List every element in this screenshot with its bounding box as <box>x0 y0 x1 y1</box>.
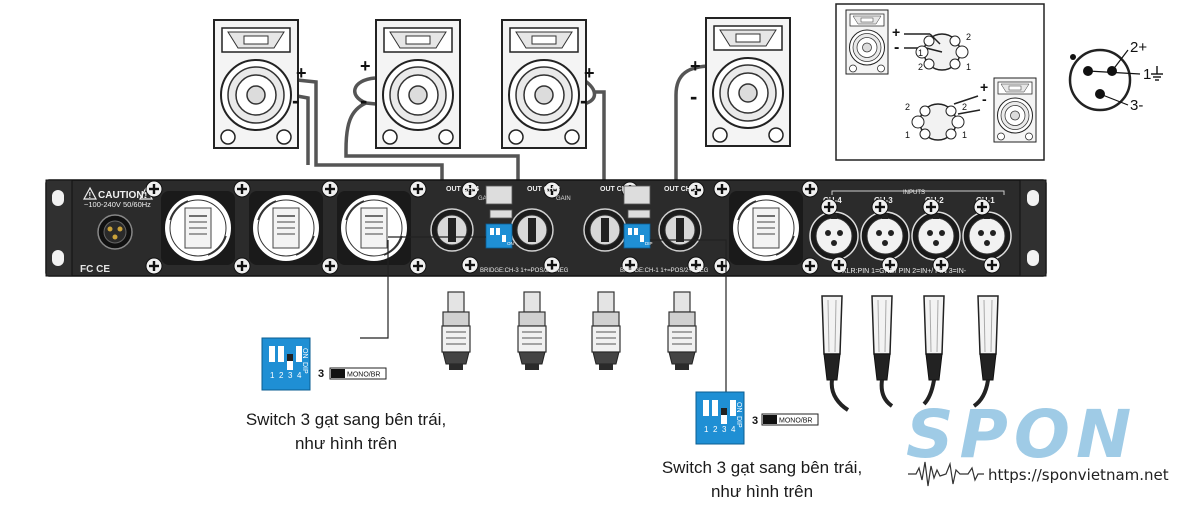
output-ch3-connector <box>510 208 554 252</box>
svg-text:BRIDGE:CH-1 1+=POS/2+=NEG: BRIDGE:CH-1 1+=POS/2+=NEG <box>620 268 709 274</box>
svg-text:DIP: DIP <box>645 241 653 246</box>
svg-text:ON: ON <box>735 402 742 413</box>
wiring-inset: + - 1 2 1 2 - + 2 2 1 1 <box>835 3 1045 161</box>
speaker-1: + - <box>213 19 307 149</box>
dip-switch-ch34: ON <box>485 223 514 249</box>
svg-text:GAIN: GAIN <box>478 196 493 202</box>
brand-name: SPON <box>906 396 1138 473</box>
svg-text:+: + <box>690 56 701 76</box>
svg-text:!: ! <box>145 191 148 200</box>
svg-text:3: 3 <box>288 371 293 380</box>
svg-text:GAIN: GAIN <box>556 196 571 202</box>
svg-text:3-: 3- <box>1130 97 1143 114</box>
svg-text:1: 1 <box>704 425 709 434</box>
svg-text:1: 1 <box>966 62 971 72</box>
svg-text:ON: ON <box>507 241 514 246</box>
svg-text:-: - <box>690 84 697 109</box>
dip-switch-zoom-left: 1 2 3 4 ON DIP 3 MONO/BR <box>261 337 387 391</box>
svg-text:BRIDGE:CH-3 1+=POS/2+=NEG: BRIDGE:CH-3 1+=POS/2+=NEG <box>480 268 569 274</box>
svg-text:ON: ON <box>301 348 308 359</box>
svg-text:MONO/BR: MONO/BR <box>779 418 812 425</box>
gain-selector <box>485 185 651 219</box>
output-ch4-connector <box>430 208 474 252</box>
svg-text:-: - <box>982 91 987 107</box>
dip-switch-zoom-right: 1 2 3 4 ON DIP 3 MONO/BR <box>695 391 819 445</box>
svg-text:~100-240V 50/60Hz: ~100-240V 50/60Hz <box>84 200 151 209</box>
svg-text:-: - <box>580 88 587 113</box>
cooling-fan <box>248 190 324 266</box>
caption-right-line1: Switch 3 gạt sang bên trái, <box>661 458 863 477</box>
caution-icon: ! <box>82 186 98 200</box>
power-inlet <box>97 214 133 250</box>
caption-left-line1: Switch 3 gạt sang bên trái, <box>245 410 447 429</box>
svg-text:OUT CH-1: OUT CH-1 <box>664 186 697 193</box>
caption-right: Switch 3 gạt sang bên trái, như hình trê… <box>642 456 882 504</box>
svg-text:1: 1 <box>270 371 275 380</box>
cooling-fan <box>728 190 804 266</box>
xlr-microphones <box>821 295 999 412</box>
svg-text:MONO/BR: MONO/BR <box>347 372 380 379</box>
svg-text:1: 1 <box>962 130 967 140</box>
svg-text:-: - <box>894 39 899 56</box>
svg-text:FC CE: FC CE <box>80 264 110 275</box>
input-ch1-xlr <box>962 211 1012 261</box>
speaker-3: + - <box>501 19 595 149</box>
output-ch1-connector <box>658 208 702 252</box>
svg-text:!: ! <box>89 191 92 200</box>
speaker-cables <box>296 64 713 200</box>
svg-text:2: 2 <box>905 102 910 112</box>
xlr-pinout-diagram: 2+ 1 3- <box>1068 39 1163 114</box>
input-ch3-xlr <box>860 211 910 261</box>
caption-right-line2: như hình trên <box>710 482 814 501</box>
input-ch4-xlr <box>809 211 859 261</box>
svg-text:+: + <box>980 79 988 95</box>
svg-text:DIP: DIP <box>735 416 742 428</box>
svg-text:-: - <box>292 88 299 113</box>
speakon-plugs <box>441 291 697 371</box>
svg-text:2+: 2+ <box>1130 39 1147 56</box>
cooling-fan <box>160 190 236 266</box>
svg-text:OUT CH-4: OUT CH-4 <box>446 186 479 193</box>
svg-text:1: 1 <box>1143 66 1151 83</box>
ground-icon <box>1151 66 1163 81</box>
output-ch2-connector <box>583 208 627 252</box>
cooling-fan <box>336 190 412 266</box>
svg-text:2: 2 <box>279 371 284 380</box>
svg-text:2: 2 <box>918 62 923 72</box>
svg-text:+: + <box>584 63 595 83</box>
waveform-icon <box>908 461 984 487</box>
caption-left: Switch 3 gạt sang bên trái, như hình trê… <box>226 408 466 456</box>
svg-text:3: 3 <box>752 415 758 427</box>
callout-lines <box>360 236 727 392</box>
speaker-2: + - <box>360 19 461 149</box>
svg-text:DIP: DIP <box>301 362 308 374</box>
spon-watermark: SPON https://sponvietnam.net <box>906 400 1186 500</box>
svg-text:1: 1 <box>918 48 923 58</box>
svg-text:1: 1 <box>905 130 910 140</box>
svg-text:+: + <box>360 56 371 76</box>
amplifier-rear-panel: ! CAUTION: ! ~100-240V 50/60Hz FC CE <box>45 179 1047 277</box>
svg-text:-: - <box>360 88 367 113</box>
svg-text:XLR:PIN 1=GND/ PIN 2=IN+/ PIN: XLR:PIN 1=GND/ PIN 2=IN+/ PIN 3=IN- <box>842 268 967 275</box>
svg-text:2: 2 <box>962 102 967 112</box>
svg-text:2: 2 <box>713 425 718 434</box>
svg-text:4: 4 <box>731 425 736 434</box>
speaker-4: + - <box>690 17 791 147</box>
caption-left-line2: như hình trên <box>294 434 398 453</box>
svg-text:3: 3 <box>722 425 727 434</box>
svg-text:INPUTS: INPUTS <box>903 190 925 196</box>
svg-text:OUT CH-3: OUT CH-3 <box>527 186 560 193</box>
svg-text:+: + <box>892 24 900 40</box>
svg-text:3: 3 <box>318 368 324 380</box>
brand-url: https://sponvietnam.net <box>988 466 1169 484</box>
svg-text:4: 4 <box>297 371 302 380</box>
svg-text:CAUTION:: CAUTION: <box>98 190 147 201</box>
dip-switch-ch12: DIP <box>623 223 653 249</box>
svg-text:OUT CH-2: OUT CH-2 <box>600 186 633 193</box>
svg-text:2: 2 <box>966 32 971 42</box>
input-ch2-xlr <box>911 211 961 261</box>
svg-text:+: + <box>296 63 307 83</box>
